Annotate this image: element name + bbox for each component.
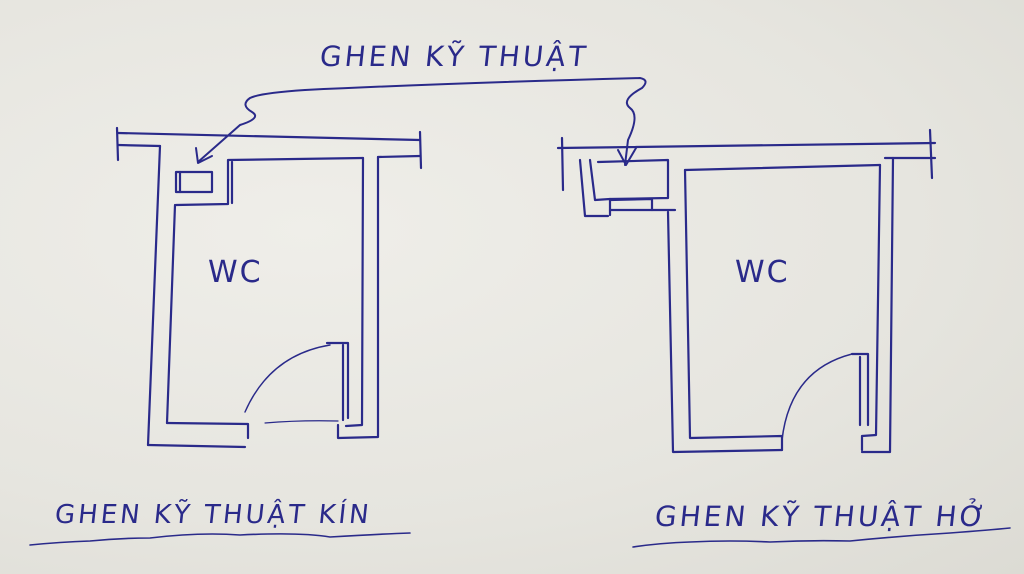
top-label: GHEN KỸ THUẬT (318, 40, 591, 73)
left-floor-plan (115, 126, 423, 449)
leader-arrows (195, 77, 647, 166)
caption-underlines (29, 527, 1011, 548)
right-room-label: WC (735, 255, 790, 290)
left-caption: GHEN KỸ THUẬT KÍN (53, 500, 374, 530)
right-caption: GHEN KỸ THUẬT HỞ (653, 500, 990, 533)
left-room-label: WC (208, 255, 263, 290)
right-floor-plan (556, 128, 937, 454)
